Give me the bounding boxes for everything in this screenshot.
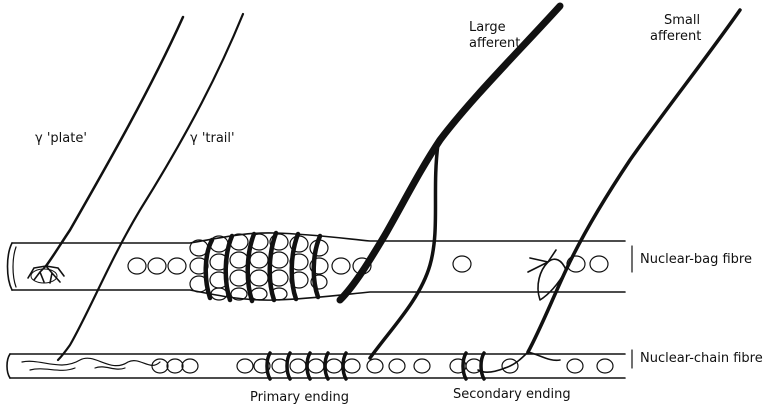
large-afferent-label-line1: Large [469,20,506,35]
small-afferent-label-line1: Small [664,13,700,28]
secondary-ending-label: Secondary ending [453,387,571,402]
small-afferent-label-line2: afferent [650,29,701,44]
gamma-plate-label: γ 'plate' [35,131,87,146]
nuclear-chain-fibre [7,354,625,378]
gamma-trail-label: γ 'trail' [190,131,235,146]
primary-ending-label: Primary ending [250,390,349,405]
small-afferent-nerve [528,10,740,352]
primary-ending-chain-spirals [267,353,346,379]
gamma-trail-ending [22,358,160,370]
secondary-ending-branches [478,352,560,372]
large-afferent-label-line2: afferent [469,36,520,51]
large-afferent-nerve [340,6,560,358]
gamma-trail-nerve [58,14,243,360]
nuclear-chain-fibre-label: Nuclear-chain fibre [640,351,763,366]
nuclear-chain-nuclei [152,359,613,373]
nuclear-bag-fibre-label: Nuclear-bag fibre [640,252,752,267]
